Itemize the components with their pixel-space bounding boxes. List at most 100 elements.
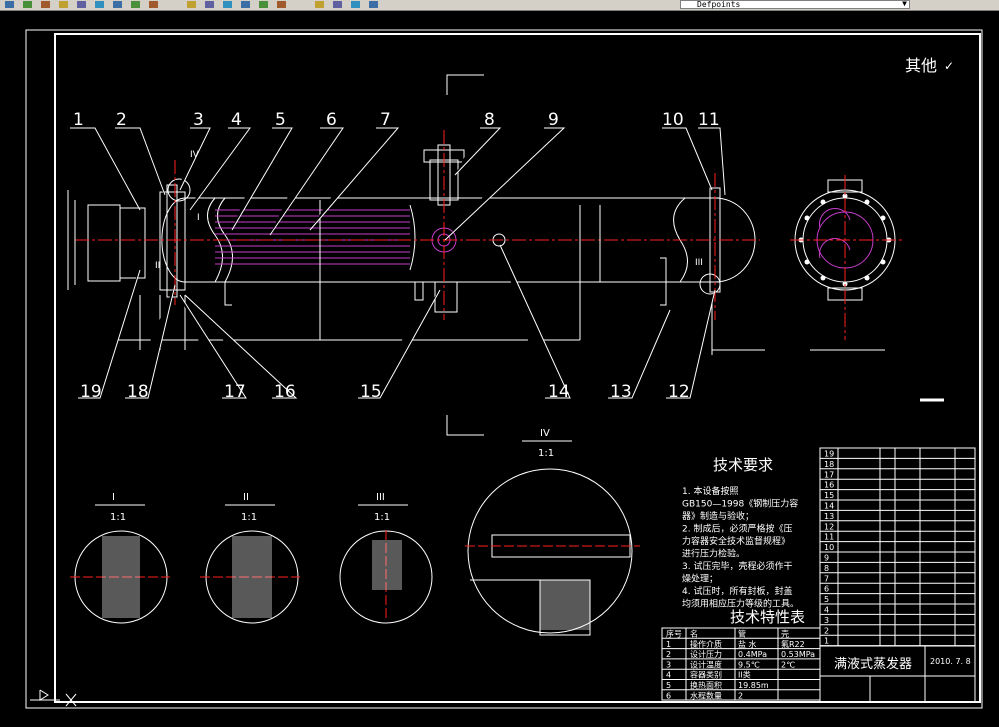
redo-icon[interactable] (148, 0, 160, 9)
spec-cell: 4 (666, 671, 671, 680)
spec-cell: 2 (738, 691, 743, 700)
spec-cell: 序号 (666, 629, 682, 639)
bom-row-number: 13 (824, 512, 834, 521)
zoom-previous-icon[interactable] (240, 0, 252, 9)
pan-icon[interactable] (186, 0, 198, 9)
layer-dropdown[interactable]: Defpoints ▼ (680, 0, 910, 9)
bom-row-number: 4 (824, 606, 829, 615)
paste-icon[interactable] (94, 0, 106, 9)
svg-text:13: 13 (610, 382, 632, 402)
svg-text:9: 9 (548, 110, 559, 130)
bom-row-number: 16 (824, 481, 834, 490)
svg-text:14: 14 (548, 382, 570, 402)
spec-cell: 2 (666, 650, 671, 659)
corner-mark (930, 33, 981, 44)
zoom-realtime-icon[interactable] (204, 0, 216, 9)
spec-cell: 3 (666, 660, 671, 669)
bom-row-number: 12 (824, 522, 834, 531)
requirement-line: 力容器安全技术监督规程》 (682, 535, 790, 547)
tech-requirements: 技术要求 1. 本设备按照GB150—1998《钢制压力容器》制造与验收；2. … (682, 456, 799, 610)
spec-cell: 管 (738, 629, 746, 639)
hatching (102, 536, 590, 630)
inner-border (54, 33, 981, 703)
layer-manager-icon[interactable] (368, 0, 380, 9)
copy-icon[interactable] (76, 0, 88, 9)
svg-text:1: 1 (73, 110, 84, 130)
drawing-title: 满液式蒸发器 (834, 656, 912, 672)
bom-row-number: 8 (824, 564, 829, 573)
roughness-mark: ✓ (944, 59, 954, 73)
cut-icon[interactable] (58, 0, 70, 9)
spec-cell: 19.85m (738, 681, 769, 690)
design-center-icon[interactable] (276, 0, 288, 9)
spec-cell: 6 (666, 691, 671, 700)
help-icon[interactable] (350, 0, 362, 9)
svg-text:技术特性表: 技术特性表 (730, 608, 805, 626)
svg-text:I: I (112, 492, 115, 503)
svg-text:15: 15 (360, 382, 382, 402)
spec-cell: 名 (690, 629, 698, 639)
bom-row-number: 2 (824, 626, 829, 635)
svg-text:8: 8 (484, 110, 495, 130)
spec-cell: 换热面积 (690, 680, 722, 690)
requirement-line: GB150—1998《钢制压力容 (682, 498, 798, 510)
requirement-line: 3. 试压完毕，壳程必须作干 (682, 560, 792, 572)
calculator-icon[interactable] (332, 0, 344, 9)
bom-row-number: 1 (824, 637, 829, 646)
svg-text:10: 10 (662, 110, 684, 130)
spec-cell: 0.4MPa (738, 650, 767, 659)
svg-text:技术要求: 技术要求 (713, 456, 773, 474)
requirement-line: 燥处理； (682, 573, 718, 585)
svg-text:5: 5 (275, 110, 286, 130)
save-icon[interactable] (22, 0, 34, 9)
undo-icon[interactable] (130, 0, 142, 9)
spec-cell: 氟R22 (781, 639, 805, 649)
svg-text:III: III (376, 492, 385, 503)
chevron-down-icon: ▼ (902, 0, 907, 8)
spec-cell: 盐 水 (738, 639, 757, 649)
svg-text:3: 3 (193, 110, 204, 130)
drawing-date: 2010. 7. 8 (930, 657, 971, 666)
part-numbers: 1 2 3 4 5 6 7 8 9 10 11 19 18 17 16 15 1… (73, 110, 720, 402)
svg-text:III: III (695, 258, 703, 268)
requirement-line: 1. 本设备按照 (682, 485, 738, 497)
zoom-window-icon[interactable] (222, 0, 234, 9)
drawing-canvas[interactable]: 其他 ✓ (0, 10, 999, 723)
svg-text:IV: IV (540, 428, 550, 439)
properties-icon[interactable] (258, 0, 270, 9)
spec-cell: 1 (666, 640, 671, 649)
spec-cell: 2℃ (781, 660, 795, 669)
svg-text:12: 12 (668, 382, 690, 402)
bom-row-number: 6 (824, 585, 829, 594)
svg-text:1:1: 1:1 (538, 448, 554, 459)
bom-row-number: 17 (824, 470, 834, 479)
spec-cell: 操作介质 (690, 639, 722, 649)
spec-cell: 容器类别 (690, 670, 722, 680)
layer-name: Defpoints (697, 0, 741, 9)
detail-center-lines (70, 530, 640, 620)
svg-text:II: II (243, 492, 249, 503)
svg-text:1:1: 1:1 (374, 512, 390, 523)
svg-text:4: 4 (231, 110, 242, 130)
outer-border (25, 29, 983, 709)
print-icon[interactable] (40, 0, 52, 9)
dimension-lines (67, 74, 944, 436)
svg-text:17: 17 (224, 382, 246, 402)
spec-cell: 5 (666, 681, 671, 690)
svg-text:6: 6 (326, 110, 337, 130)
tube-bundle (215, 209, 410, 265)
bom-row-number: 15 (824, 491, 834, 500)
open-icon[interactable] (4, 0, 16, 9)
bom-row-number: 10 (824, 543, 834, 552)
requirement-line: 4. 试压时，所有封板，封盖 (682, 585, 792, 597)
tool-palette-icon[interactable] (314, 0, 326, 9)
svg-text:18: 18 (127, 382, 149, 402)
spec-cell: 设计压力 (690, 649, 722, 659)
bom-row-number: 19 (824, 450, 834, 459)
bom-row-number: 18 (824, 460, 834, 469)
ucs-icon (30, 689, 77, 707)
svg-text:2: 2 (116, 110, 127, 130)
match-icon[interactable] (112, 0, 124, 9)
